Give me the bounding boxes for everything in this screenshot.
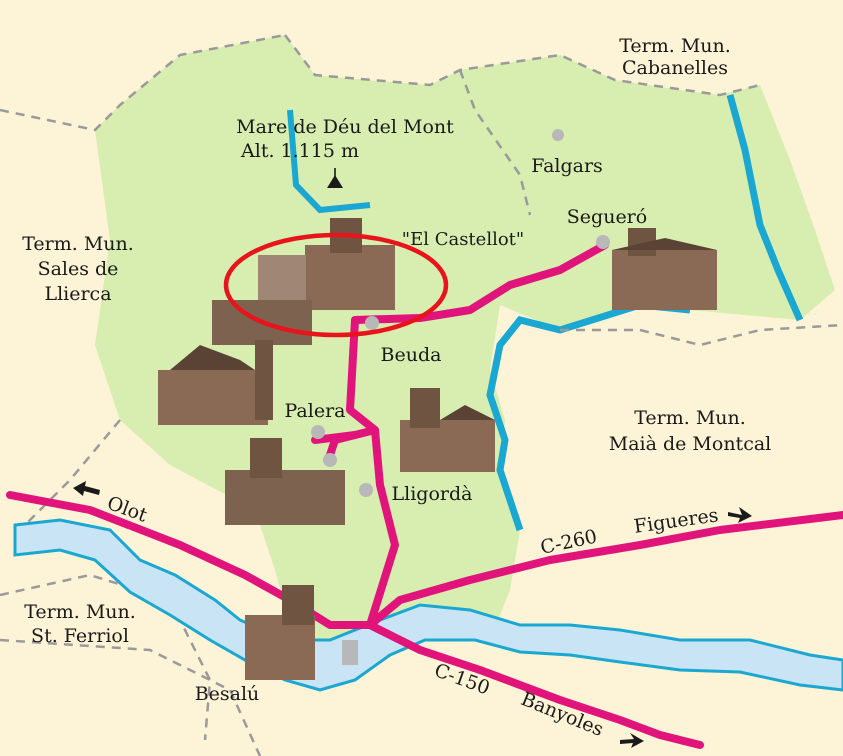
label-falgars: Falgars [531, 155, 603, 177]
roads [6, 241, 843, 749]
peak-triangle-icon [327, 168, 343, 188]
label-ferriol-line1: Term. Mun. [24, 601, 136, 623]
label-sales-line1: Term. Mun. [22, 233, 134, 255]
church-illustration-icon [400, 388, 495, 472]
road-c150 [366, 621, 704, 749]
arrow-right-icon [728, 507, 752, 523]
road-palera-spur [311, 431, 359, 444]
label-cabanelles-line2: Cabanelles [622, 57, 728, 79]
territory-edge [486, 301, 691, 532]
label-ferriol-line2: St. Ferriol [31, 625, 129, 647]
label-sales-line2: Sales de [38, 258, 119, 280]
label-seguero: Segueró [567, 206, 647, 228]
church-illustration-icon [225, 438, 345, 525]
label-maia-line2: Maià de Montcal [609, 433, 771, 455]
highlight-ellipse [223, 232, 449, 338]
label-peak-altitude: Alt. 1.115 m [240, 140, 359, 162]
territory-edge [726, 94, 804, 322]
church-illustration-icon [158, 340, 273, 425]
road-north [346, 316, 399, 629]
arrow-left-icon [73, 481, 100, 496]
road-c260 [366, 511, 843, 629]
label-beuda: Beuda [381, 344, 442, 366]
village-dots [311, 129, 610, 497]
label-banyoles: Banyoles [518, 688, 607, 741]
label-peak-name: Mare de Déu del Mont [236, 116, 454, 138]
territory-edge [287, 109, 371, 214]
road-olot [6, 491, 374, 629]
road-seguero [351, 241, 609, 324]
arrow-right-icon [620, 733, 644, 748]
label-palera: Palera [285, 400, 346, 422]
label-cabanelles-line1: Term. Mun. [619, 35, 731, 57]
label-besalu: Besalú [195, 683, 260, 705]
label-castellot: "El Castellot" [402, 229, 524, 250]
label-sales-line3: Llierca [44, 283, 111, 305]
church-illustration-icon [612, 228, 717, 310]
label-maia-line1: Term. Mun. [634, 407, 746, 429]
church-illustration-icon [212, 218, 395, 345]
label-lligorda: Lligordà [392, 483, 473, 505]
church-illustration-icon [245, 585, 358, 680]
